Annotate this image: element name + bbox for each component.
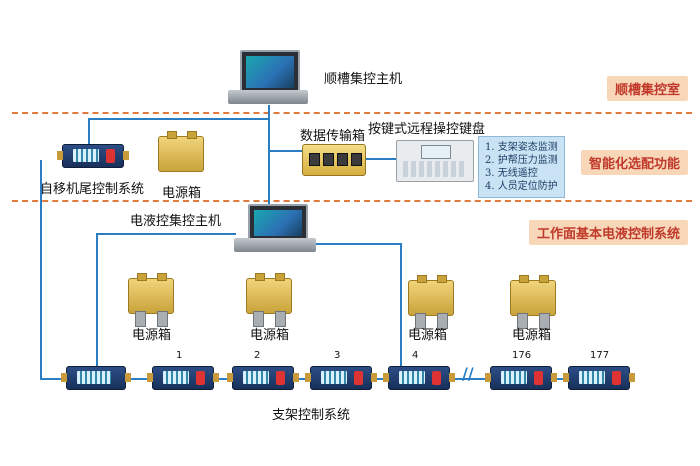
- power-box: [510, 275, 556, 329]
- wire-ehc-right-drop: [400, 243, 402, 373]
- zone-label-face-system: 工作面基本电液控制系统: [528, 220, 688, 245]
- feature-list: 1. 支架姿态监测 2. 护帮压力监测 3. 无线遥控 4. 人员定位防护: [478, 136, 565, 198]
- power-box-label: 电源箱: [408, 328, 448, 343]
- support-controller: [227, 366, 299, 390]
- remote-keyboard: [396, 140, 474, 182]
- feature-item: 4. 人员定位防护: [485, 181, 558, 192]
- tail-controller: [57, 144, 129, 168]
- keyboard-label: 按键式远程操控键盘: [368, 122, 486, 137]
- support-controller: [563, 366, 635, 390]
- power-box-mid-label: 电源箱: [162, 186, 202, 201]
- support-controller: [305, 366, 377, 390]
- break-marker-icon: //: [462, 364, 474, 383]
- wire-box-keyboard: [362, 158, 396, 160]
- feature-item: 3. 无线遥控: [485, 168, 538, 179]
- wire-tail-top: [88, 118, 270, 120]
- support-number: 3: [334, 350, 341, 361]
- power-box: [246, 273, 292, 327]
- data-transmission-box: [302, 144, 366, 176]
- power-box-mid: [158, 131, 204, 172]
- support-number: 1: [176, 350, 183, 361]
- ehc-host-label: 电液控集控主机: [130, 214, 222, 229]
- wire-tail-drop: [88, 118, 90, 144]
- wire-left-vertical: [40, 160, 42, 380]
- wire-host-vertical: [268, 105, 270, 215]
- wire-ehc-right: [312, 243, 402, 245]
- main-host-label: 顺槽集控主机: [324, 72, 403, 87]
- support-system-label: 支架控制系统: [272, 408, 351, 423]
- support-number: 4: [412, 350, 419, 361]
- power-box-label: 电源箱: [132, 328, 172, 343]
- support-number: 176: [512, 350, 532, 361]
- support-controller: [485, 366, 557, 390]
- zone-divider-bottom: [12, 200, 692, 202]
- zone-label-smart-functions: 智能化选配功能: [580, 150, 688, 175]
- power-box: [128, 273, 174, 327]
- wire-left-bottom: [40, 378, 70, 380]
- power-box-label: 电源箱: [512, 328, 552, 343]
- tail-control-label: 自移机尾控制系统: [40, 182, 145, 197]
- support-controller: [383, 366, 455, 390]
- feature-item: 2. 护帮压力监测: [485, 155, 558, 166]
- power-box: [408, 275, 454, 329]
- zone-divider-top: [12, 112, 692, 114]
- support-number: 2: [254, 350, 261, 361]
- wire-host-to-box: [268, 150, 302, 152]
- power-box-label: 电源箱: [250, 328, 290, 343]
- support-controller: [147, 366, 219, 390]
- zone-label-control-room: 顺槽集控室: [606, 76, 688, 101]
- feature-item: 1. 支架姿态监测: [485, 142, 558, 153]
- support-number: 177: [590, 350, 610, 361]
- data-box-label: 数据传输箱: [300, 129, 366, 144]
- wire-ehc-left: [96, 233, 236, 235]
- main-support-controller: [61, 366, 131, 390]
- wire-ehc-drop: [96, 233, 98, 373]
